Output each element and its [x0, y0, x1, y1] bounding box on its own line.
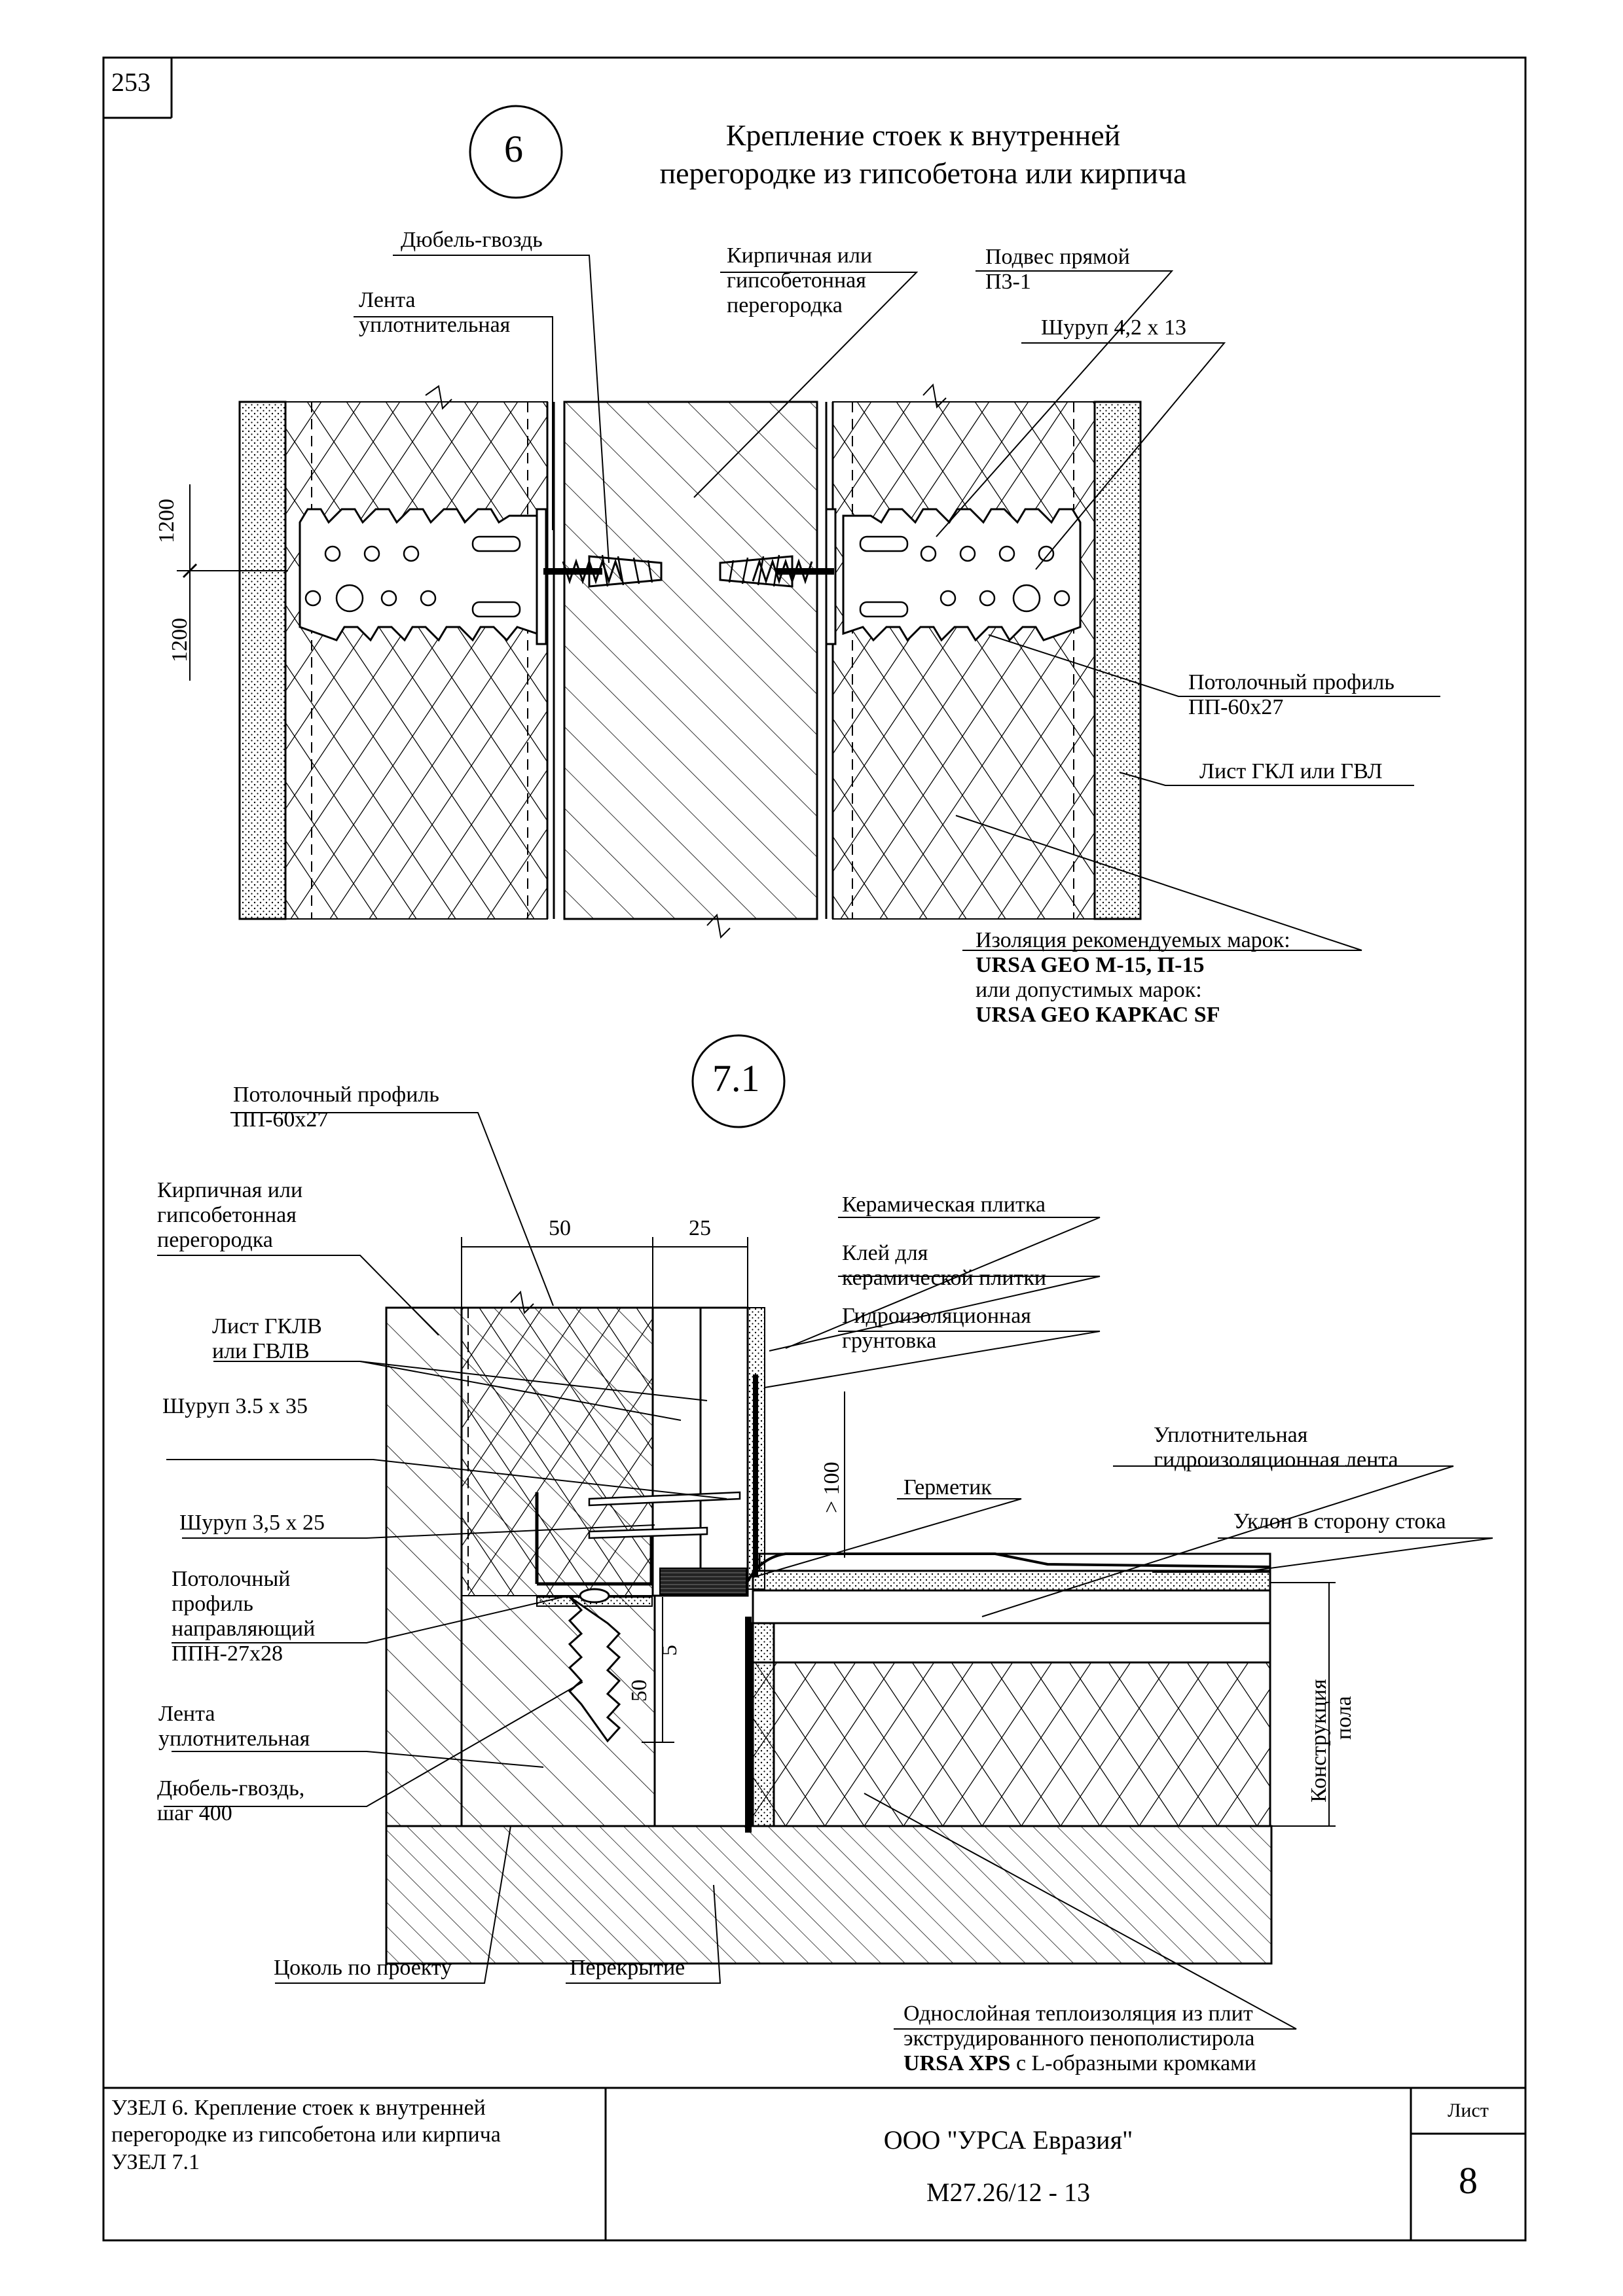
dim-1200-lower: 1200: [168, 618, 192, 662]
title-block-desc-l2: перегородке из гипсобетона или кирпича: [111, 2123, 501, 2147]
label-xps-l2: экструдированного пенополистирола: [903, 2026, 1255, 2051]
dim-w25: 25: [689, 1216, 711, 1240]
dim-1200-upper: 1200: [155, 499, 179, 543]
label-insulation: Изоляция рекомендуемых марок: URSA GEO M…: [976, 928, 1290, 1028]
dim-w50: 50: [549, 1216, 571, 1240]
title-block-desc-l3: УЗЕЛ 7.1: [111, 2149, 200, 2174]
label-profile6-l2: ПП-60х27: [1188, 695, 1284, 720]
label-xps-brand: URSA XPS: [903, 2051, 1011, 2076]
label-profile71-l2: ПП-60х27: [233, 1107, 329, 1132]
label-partition6-l1: Кирпичная или: [727, 243, 873, 268]
label-seal71-l2: уплотнительная: [158, 1727, 310, 1751]
title-block-code: М27.26/12 - 13: [926, 2178, 1090, 2207]
label-seal71-l1: Лента: [158, 1702, 215, 1726]
label-profile6-l1: Потолочный профиль: [1188, 670, 1395, 694]
label-insulation-l1: Изоляция рекомендуемых марок:: [976, 928, 1290, 952]
label-primer: Гидроизоляционная грунтовка: [842, 1304, 1031, 1354]
label-profile6: Потолочный профиль ПП-60х27: [1188, 670, 1395, 720]
label-tape-waterproof-l2: гидроизоляционная лента: [1154, 1448, 1398, 1473]
label-partition71-l2: гипсобетонная: [157, 1203, 297, 1228]
label-sheet6: Лист ГКЛ или ГВЛ: [1199, 759, 1383, 783]
label-tape6: Лента уплотнительная: [359, 288, 510, 338]
label-partition6-l2: гипсобетонная: [727, 268, 866, 293]
label-primer-l1: Гидроизоляционная: [842, 1304, 1031, 1328]
label-screw35: Шуруп 3.5 х 35: [162, 1394, 308, 1418]
label-plinth: Цоколь по проекту: [274, 1956, 452, 1980]
label-screw6: Шуруп 4,2 х 13: [1041, 315, 1187, 340]
label-sheet71-l2: или ГВЛВ: [212, 1339, 310, 1364]
page-number: 253: [111, 67, 151, 97]
dim-h100: > 100: [820, 1462, 844, 1513]
label-guide-l3: направляющий: [172, 1617, 316, 1641]
node6-title-line1: Крепление стоек к внутренней: [725, 118, 1121, 152]
label-floor-construction: Конструкция пола: [1307, 1679, 1357, 1803]
label-xps: Однослойная теплоизоляция из плит экстру…: [903, 2001, 1256, 2076]
label-guide-l4: ППН-27х28: [172, 1641, 283, 1666]
label-xps-edges: с L-образными кромками: [1010, 2051, 1256, 2076]
title-block-desc-l1: УЗЕЛ 6. Крепление стоек к внутренней: [111, 2096, 486, 2120]
label-tape-waterproof-l1: Уплотнительная: [1154, 1423, 1308, 1447]
label-dowel: Дюбель-гвоздь: [401, 228, 543, 252]
label-glue: Клей для керамической плитки: [842, 1241, 1046, 1291]
label-seal71: Лента уплотнительная: [158, 1702, 310, 1751]
label-sheet71: Лист ГКЛВ или ГВЛВ: [212, 1314, 322, 1364]
title-block-sheet-label: Лист: [1448, 2100, 1489, 2121]
label-xps-l1: Однослойная теплоизоляция из плит: [903, 2001, 1253, 2026]
label-guide-l2: профиль: [172, 1592, 253, 1617]
label-hanger-l1: Подвес прямой: [985, 245, 1130, 269]
label-glue-l1: Клей для: [842, 1241, 928, 1265]
dim-h5: 5: [657, 1645, 682, 1656]
node6-title-line2: перегородке из гипсобетона или кирпича: [659, 156, 1187, 190]
label-floor-l1: Конструкция: [1307, 1679, 1331, 1803]
label-hanger: Подвес прямой П3-1: [985, 245, 1130, 295]
label-sealant: Герметик: [903, 1475, 992, 1499]
label-floor-l2: пола: [1332, 1696, 1357, 1740]
label-insulation-l3: или допустимых марок:: [976, 978, 1202, 1003]
label-tape6-l2: уплотнительная: [359, 313, 511, 338]
title-block-description: УЗЕЛ 6. Крепление стоек к внутренней пер…: [111, 2094, 501, 2176]
label-insulation-l4: URSA GEO КАРКАС SF: [976, 1003, 1220, 1028]
label-tape-waterproof: Уплотнительная гидроизоляционная лента: [1154, 1423, 1398, 1473]
label-tile: Керамическая плитка: [842, 1193, 1046, 1217]
label-profile71-l1: Потолочный профиль: [233, 1083, 439, 1107]
dim-h50: 50: [627, 1679, 651, 1702]
title-block-company: ООО "УРСА Евразия": [883, 2125, 1133, 2155]
node6-title: Крепление стоек к внутренней перегородке…: [576, 117, 1270, 192]
label-dowel71-l2: шаг 400: [157, 1801, 232, 1826]
label-slab: Перекрытие: [570, 1956, 685, 1980]
label-sheet71-l1: Лист ГКЛВ: [212, 1314, 322, 1338]
label-insulation-l2: URSA GEO M-15, П-15: [976, 953, 1205, 978]
node71-marker: 7.1: [712, 1057, 760, 1100]
label-hanger-l2: П3-1: [985, 270, 1031, 295]
label-dowel71-l1: Дюбель-гвоздь,: [157, 1776, 305, 1801]
label-tape6-l1: Лента: [359, 288, 416, 312]
label-guide-l1: Потолочный: [172, 1567, 291, 1591]
title-block-sheet-number: 8: [1459, 2159, 1478, 2202]
label-partition71-l3: перегородка: [157, 1228, 273, 1253]
label-partition71: Кирпичная или гипсобетонная перегородка: [157, 1178, 302, 1253]
label-screw25: Шуруп 3,5 х 25: [179, 1511, 325, 1535]
label-xps-l3: URSA XPS с L-образными кромками: [903, 2051, 1256, 2076]
label-slope: Уклон в сторону стока: [1233, 1509, 1446, 1534]
label-glue-l2: керамической плитки: [842, 1266, 1047, 1291]
label-dowel71: Дюбель-гвоздь, шаг 400: [157, 1776, 304, 1826]
label-partition6-l3: перегородка: [727, 293, 843, 318]
label-profile71: Потолочный профиль ПП-60х27: [233, 1083, 439, 1132]
label-partition71-l1: Кирпичная или: [157, 1178, 303, 1202]
node6-marker: 6: [504, 128, 523, 170]
label-partition6: Кирпичная или гипсобетонная перегородка: [727, 243, 872, 318]
label-primer-l2: грунтовка: [842, 1329, 937, 1354]
label-guide: Потолочный профиль направляющий ППН-27х2…: [172, 1567, 315, 1666]
